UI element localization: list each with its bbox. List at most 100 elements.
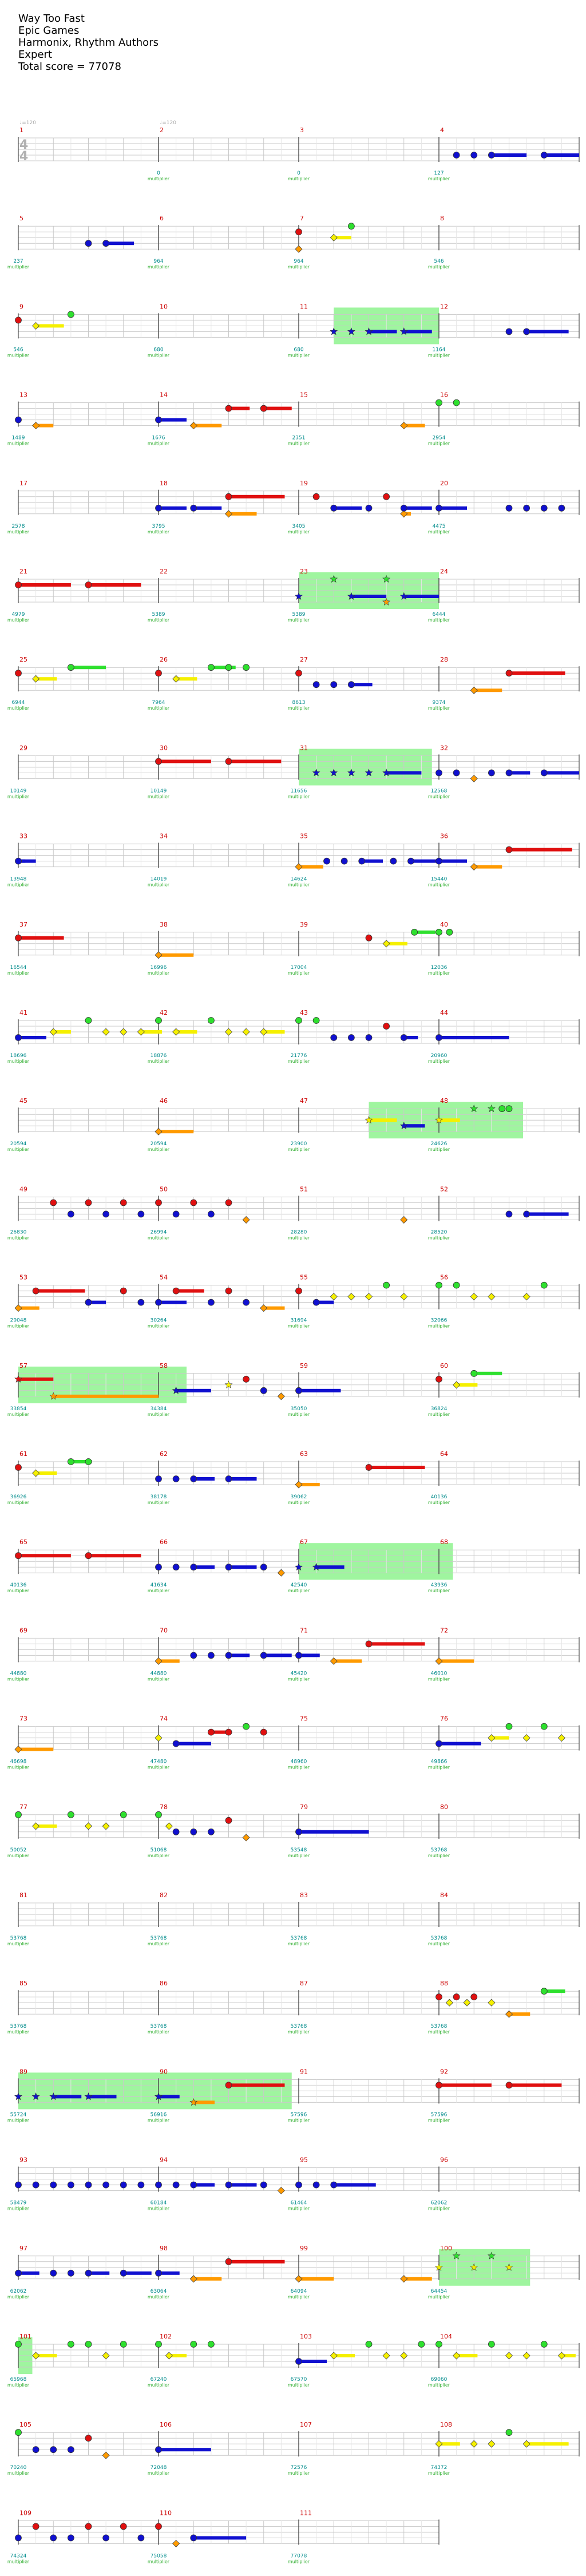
note-blue [15,1034,22,1041]
multiplier-label: multiplier [148,971,170,976]
measure-number: 28 [440,656,448,663]
measure-score: 127 [434,171,444,176]
measure-score: 5389 [292,612,306,618]
sustain-yellow [35,677,57,681]
sustain-red [18,936,64,940]
note-green [67,1811,74,1818]
multiplier-label: multiplier [148,264,170,270]
note-blue [400,1034,407,1041]
sustain-blue [88,2271,110,2275]
sustain-green [474,1371,502,1375]
sustain-orange [299,2277,334,2281]
measure-score: 53768 [291,1936,307,1941]
multiplier-label: multiplier [148,1235,170,1240]
note-orange [242,1216,250,1224]
sustain-blue [403,330,432,334]
measure-number: 92 [440,2068,448,2075]
sustain-yellow [369,1118,397,1122]
note-blue [85,2269,92,2277]
note-blue [67,1210,74,1218]
multiplier-label: multiplier [148,1500,170,1505]
measure-score: 11656 [291,788,307,794]
note-blue [365,1034,373,1041]
note-blue [435,857,442,865]
note-blue [172,1564,180,1571]
note-blue [207,1210,215,1218]
note-red [505,846,513,853]
multiplier-label: multiplier [288,1235,310,1240]
sustain-orange [474,865,502,869]
measure-number: 51 [300,1185,308,1193]
multiplier-label: multiplier [7,1412,30,1417]
star-note-blue [347,769,355,777]
multiplier-label: multiplier [288,2118,310,2123]
note-blue [120,2269,127,2277]
measure-number: 71 [300,1627,308,1634]
multiplier-label: multiplier [288,2029,310,2035]
measure-number: 62 [160,1450,168,1458]
measure-number: 89 [19,2068,27,2075]
multiplier-label: multiplier [428,2029,450,2035]
note-green [190,2341,197,2348]
note-green [435,1281,442,1289]
measure-number: 82 [160,1892,168,1899]
note-orange [400,2275,408,2283]
sustain-orange [509,2012,530,2016]
multiplier-label: multiplier [7,2029,30,2035]
note-green [540,1988,548,1995]
note-blue [207,1652,215,1659]
measure-number: 58 [160,1362,168,1370]
note-red [435,1375,442,1383]
note-red [120,2523,127,2530]
note-orange [14,1746,22,1754]
note-green [243,1723,250,1730]
measure-score: 46698 [10,1759,27,1765]
multiplier-label: multiplier [7,1941,30,1946]
note-blue [15,2181,22,2189]
note-blue [505,504,513,512]
measure-number: 102 [160,2333,172,2340]
note-blue [67,2181,74,2189]
multiplier-label: multiplier [288,1941,310,1946]
note-blue [365,504,373,512]
sustain-blue [403,1124,425,1128]
note-blue [67,2269,74,2277]
sustain-red [176,1289,204,1293]
note-yellow [49,1028,57,1036]
note-red [155,1199,162,1206]
star-note-blue [295,592,303,600]
sustain-orange [299,1483,320,1486]
note-green [15,2429,22,2436]
note-blue [15,2269,22,2277]
note-yellow [382,2352,390,2360]
note-red [470,1993,478,2001]
star-note-blue [365,769,373,777]
note-orange [277,1392,285,1400]
note-yellow [330,234,338,242]
note-green [540,2341,548,2348]
multiplier-label: multiplier [148,1941,170,1946]
measure-score: 69060 [431,2377,448,2383]
measure-score: 34384 [151,1406,167,1412]
multiplier-label: multiplier [148,1059,170,1064]
measure-score: 6444 [433,612,446,618]
note-blue [330,504,338,512]
note-green [15,2341,22,2348]
note-yellow [102,1028,110,1036]
measure-number: 85 [19,1980,27,1987]
measure-score: 75058 [151,2553,167,2559]
sustain-blue [299,1653,320,1657]
note-blue [207,1299,215,1306]
sustain-yellow [159,1030,163,1034]
note-green [207,1017,215,1024]
note-blue [453,769,460,777]
measure-score: 74372 [431,2465,448,2471]
note-blue [347,681,355,688]
note-red [225,2082,232,2089]
measure-number: 22 [160,568,168,575]
measure-number: 23 [300,568,308,575]
note-red [505,2082,513,2089]
multiplier-label: multiplier [428,1500,450,1505]
note-red [295,228,302,236]
measure-number: 27 [300,656,308,663]
